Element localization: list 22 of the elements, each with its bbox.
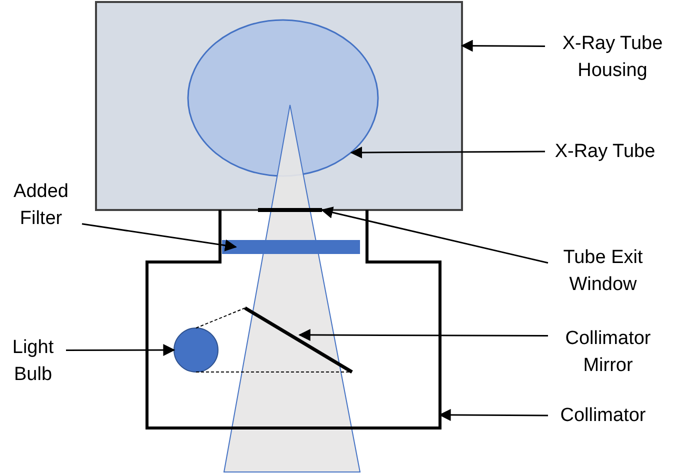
x-ray-tube-drawing xyxy=(187,19,379,177)
light-bulb xyxy=(174,328,218,372)
part-label: Tube Exit Window xyxy=(548,244,658,298)
leader-line xyxy=(460,40,545,52)
exit-window xyxy=(258,208,322,212)
leader-line xyxy=(320,206,548,264)
leader-line xyxy=(350,146,545,159)
mirror-line xyxy=(244,306,353,374)
leader-line xyxy=(82,223,237,252)
part-label: Collimator xyxy=(548,402,658,429)
collimator-outline xyxy=(146,210,442,430)
part-label: X-Ray Tube Housing xyxy=(545,30,680,84)
leader-line xyxy=(298,328,548,341)
leader-line xyxy=(66,344,176,356)
leader-line xyxy=(438,408,548,421)
part-label: X-Ray Tube xyxy=(545,138,665,165)
tube-housing xyxy=(95,1,463,211)
part-label: Collimator Mirror xyxy=(548,325,668,379)
light-path-line xyxy=(196,308,246,328)
filter-bar xyxy=(222,240,360,254)
part-label: Light Bulb xyxy=(0,334,66,388)
part-label: Added Filter xyxy=(0,178,82,232)
